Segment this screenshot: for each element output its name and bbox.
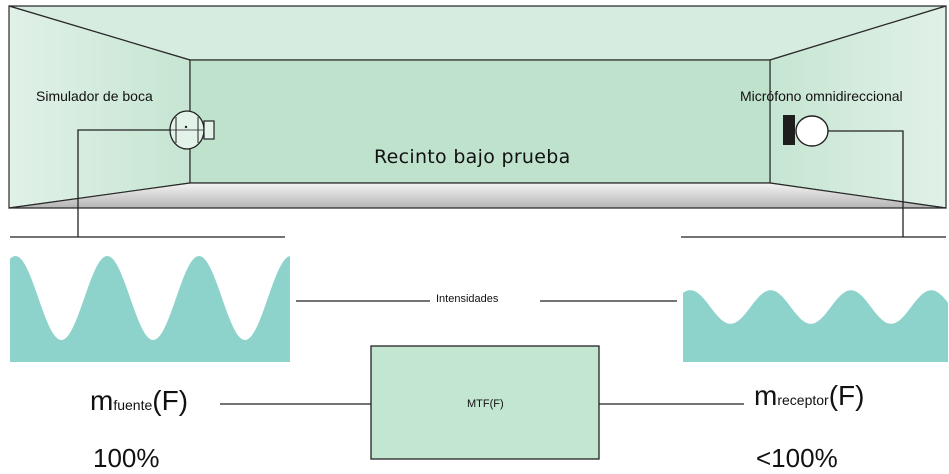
intensity-label: Intensidades xyxy=(432,293,503,305)
source-modulation-index: mfuente(F) xyxy=(90,385,188,417)
test-room xyxy=(8,5,947,209)
receiver-m-arg: (F) xyxy=(828,380,865,411)
source-m-arg: (F) xyxy=(152,385,189,416)
room-title: Recinto bajo prueba xyxy=(374,146,571,168)
mtf-label: MTF(F) xyxy=(467,398,504,410)
receiver-m-subscript: receptor xyxy=(777,392,829,408)
floor xyxy=(8,182,947,209)
receiver-m-symbol: m xyxy=(754,380,778,411)
source-waveform xyxy=(10,256,290,362)
receiver-percent: <100% xyxy=(756,443,838,473)
mouth-simulator-icon xyxy=(169,110,215,150)
receiver-modulation-index: mreceptor(F) xyxy=(754,380,864,412)
source-m-subscript: fuente xyxy=(113,397,153,413)
microphone-icon xyxy=(783,115,829,147)
source-cable xyxy=(77,129,171,237)
receiver-cable xyxy=(828,130,904,237)
receiver-label: Micrófono omnidireccional xyxy=(740,88,903,104)
source-percent: 100% xyxy=(93,443,160,473)
mtf-box xyxy=(370,345,600,460)
source-m-symbol: m xyxy=(90,385,114,416)
source-label: Simulador de boca xyxy=(36,88,153,104)
receiver-waveform xyxy=(683,290,948,362)
